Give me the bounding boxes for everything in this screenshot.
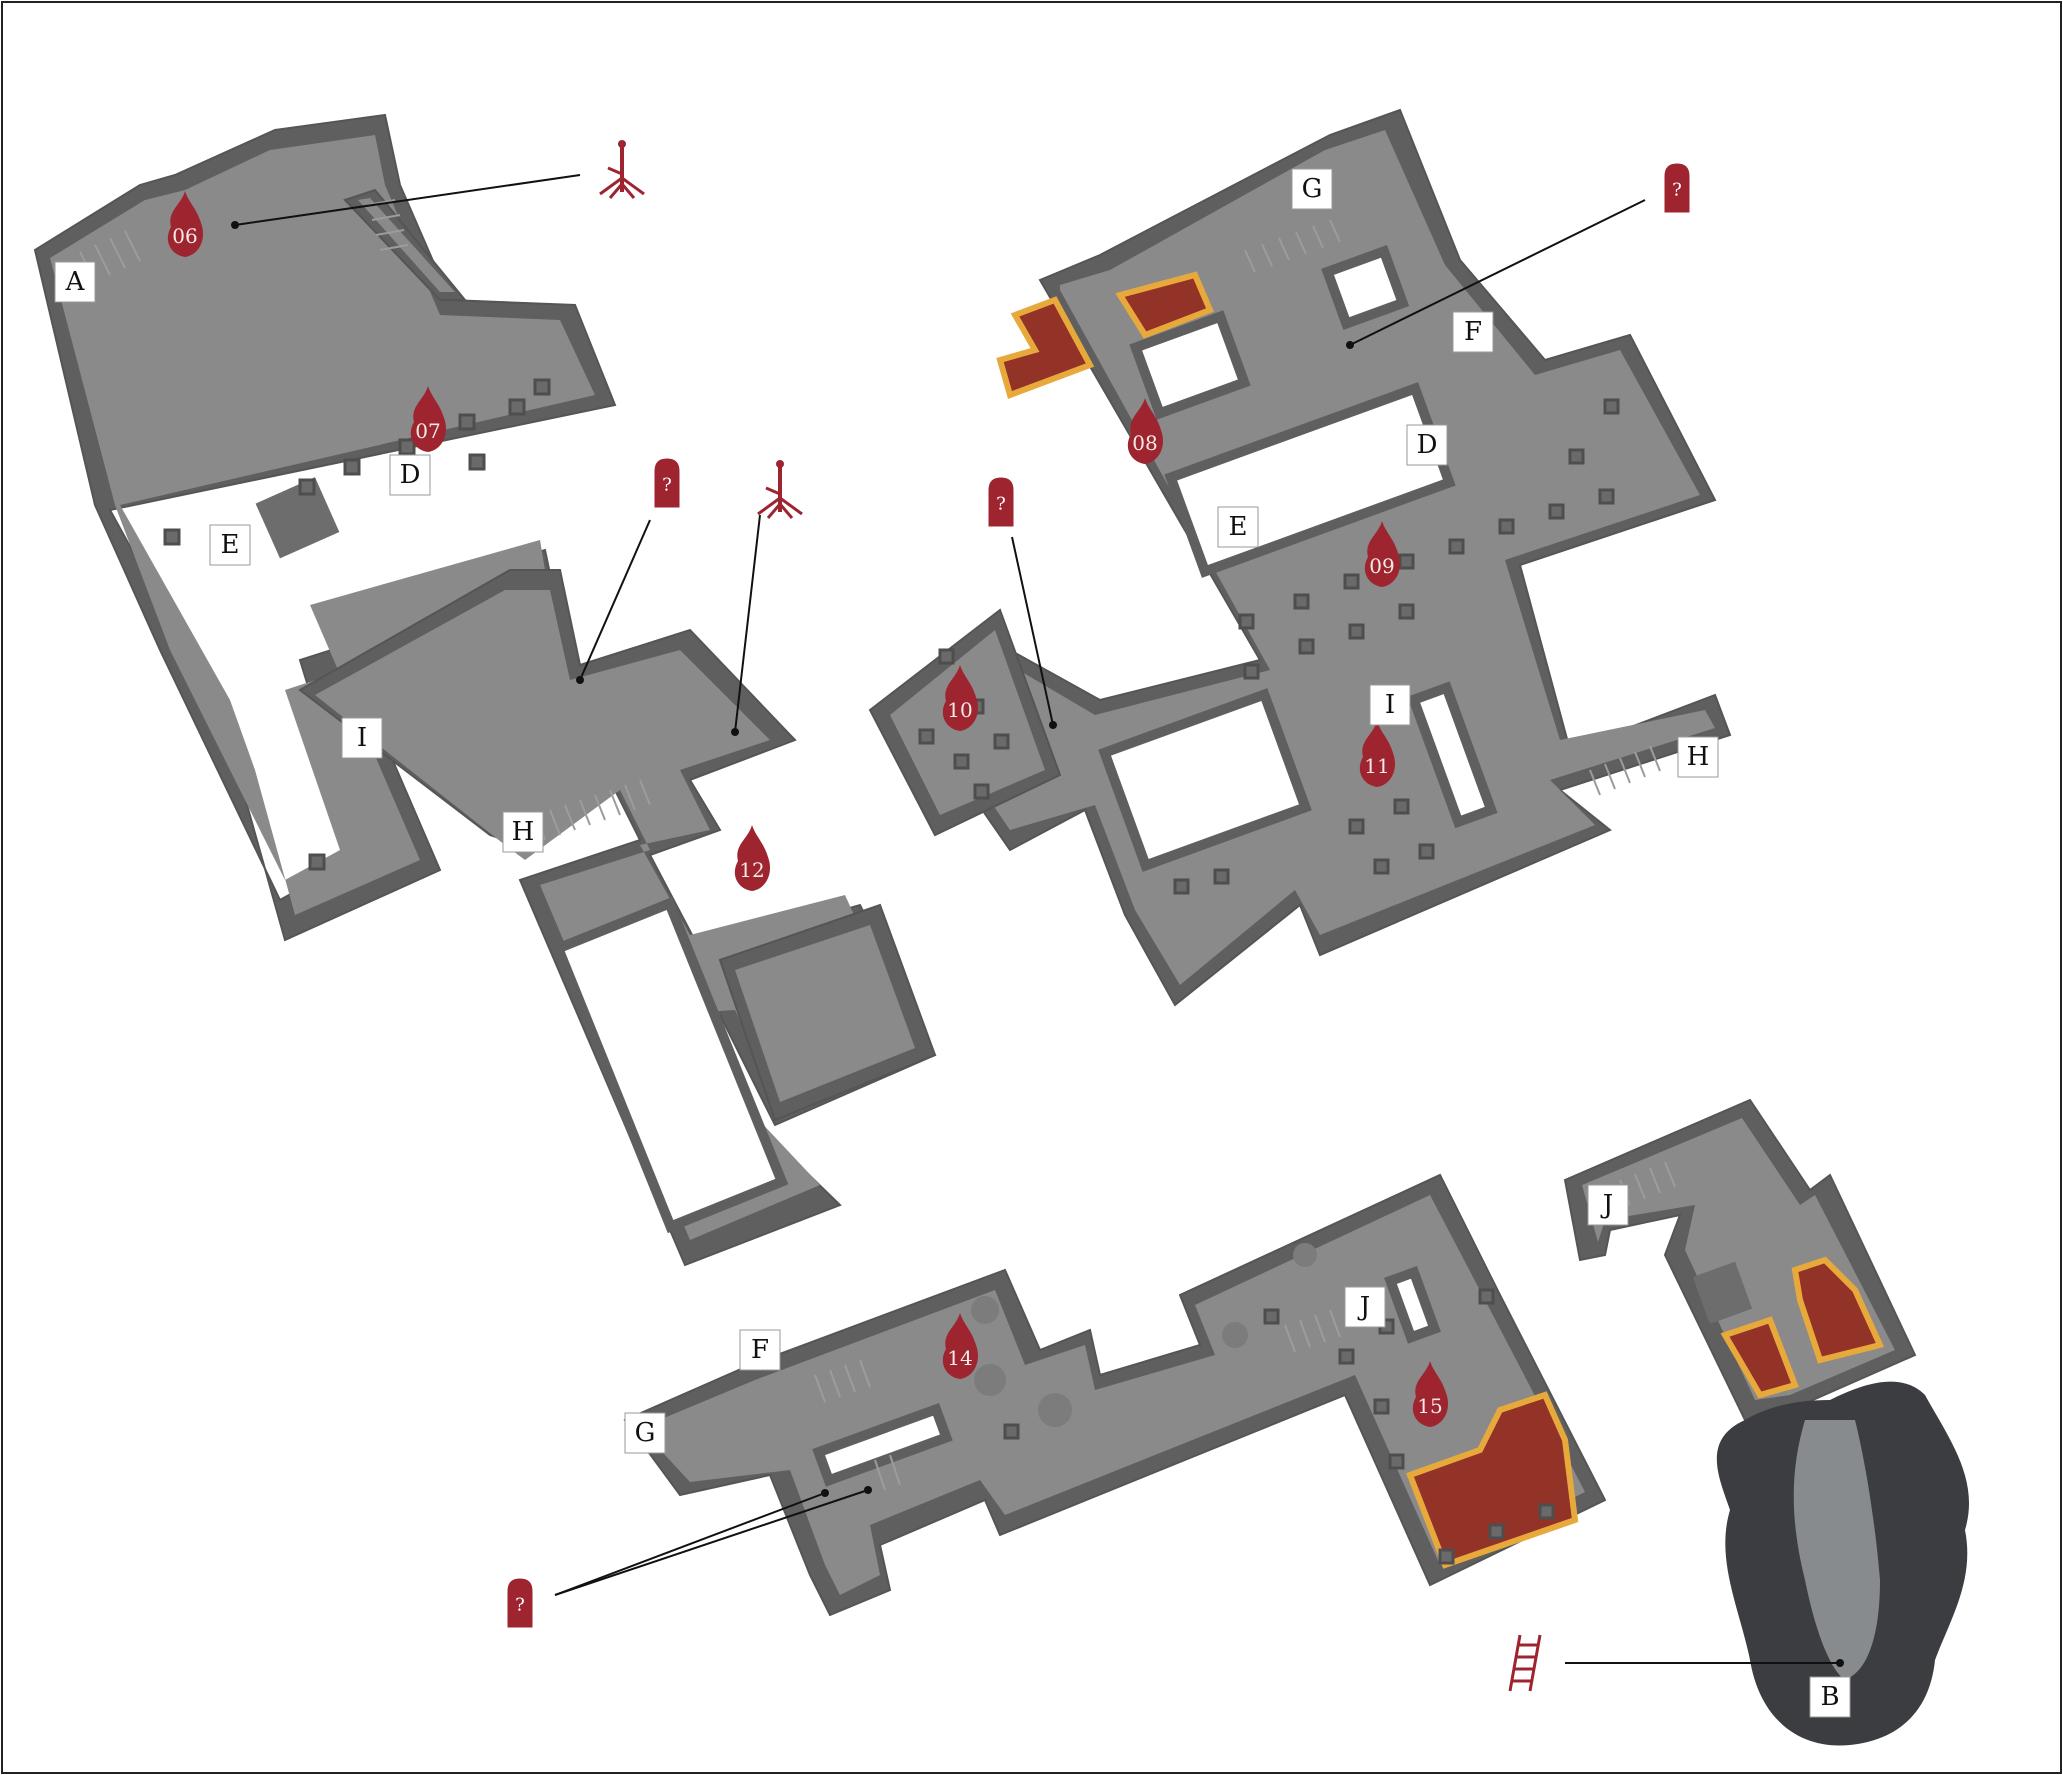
void-ne-2 [1321, 244, 1410, 330]
stairs-h1 [534, 779, 651, 841]
label-j-southeast[interactable]: J [1587, 1184, 1629, 1226]
ritual-tree-icon[interactable] [599, 140, 645, 199]
lava-pool-1 [996, 296, 1095, 399]
svg-text:D: D [400, 460, 421, 490]
callout-lines [231, 174, 1844, 1667]
svg-text:E: E [221, 530, 240, 560]
secret-door-icon[interactable]: ? [507, 1578, 533, 1628]
room-marker-11[interactable]: 11 [1359, 721, 1396, 787]
svg-text:14: 14 [947, 1346, 972, 1370]
secret-door-icon[interactable]: ? [654, 458, 680, 508]
svg-text:?: ? [662, 475, 672, 496]
svg-text:15: 15 [1417, 1394, 1442, 1418]
section-southeast-cave [1563, 1098, 1970, 1746]
svg-text:F: F [751, 1335, 769, 1365]
svg-text:09: 09 [1369, 554, 1394, 578]
lava-pool-5 [1791, 1256, 1885, 1364]
room-marker-08[interactable]: 08 [1127, 398, 1164, 464]
label-e-northeast[interactable]: E [1217, 506, 1259, 548]
room-marker-14[interactable]: 14 [942, 1313, 979, 1379]
svg-text:B: B [1820, 1682, 1839, 1712]
room-marker-09[interactable]: 09 [1364, 521, 1401, 587]
void-south-1 [812, 1402, 953, 1487]
stairs-ne [1244, 219, 1661, 796]
void-ne-4 [1098, 688, 1312, 872]
label-e-northwest[interactable]: E [209, 524, 251, 566]
svg-text:F: F [1464, 317, 1482, 347]
label-i-northwest[interactable]: I [341, 717, 383, 759]
svg-text:12: 12 [739, 858, 764, 882]
void-south-2 [1384, 1265, 1441, 1344]
lava-pool-4 [1720, 1316, 1799, 1399]
svg-text:11: 11 [1364, 754, 1389, 778]
pillars-ne [918, 398, 1620, 895]
svg-text:07: 07 [415, 419, 440, 443]
svg-text:?: ? [1672, 180, 1682, 201]
svg-text:E: E [1229, 512, 1248, 542]
room-marker-12[interactable]: 12 [734, 825, 771, 891]
svg-text:G: G [635, 1418, 656, 1448]
svg-text:A: A [65, 267, 86, 297]
dark-slab [1692, 1261, 1753, 1325]
section-south [623, 1173, 1607, 1617]
svg-text:10: 10 [947, 698, 972, 722]
label-a[interactable]: A [54, 261, 96, 303]
svg-text:J: J [1600, 1190, 1613, 1220]
svg-text:I: I [357, 723, 367, 753]
svg-text:?: ? [996, 494, 1006, 515]
svg-text:I: I [1385, 690, 1395, 720]
section-northwest [33, 113, 617, 942]
label-f-south[interactable]: F [739, 1329, 781, 1371]
label-b[interactable]: B [1809, 1676, 1851, 1718]
svg-text:D: D [1417, 430, 1438, 460]
ritual-tree-icon[interactable] [757, 460, 803, 519]
section-northeast [868, 108, 1732, 1007]
lava-pool-3 [1406, 1391, 1579, 1569]
inner-void [551, 896, 789, 1234]
secret-door-icon[interactable]: ? [988, 477, 1014, 527]
room-marker-10[interactable]: 10 [942, 665, 979, 731]
label-f-northeast[interactable]: F [1452, 311, 1494, 353]
room-marker-15[interactable]: 15 [1412, 1361, 1449, 1427]
section-central [298, 569, 937, 1267]
svg-text:G: G [1302, 174, 1323, 204]
pillars-nw [163, 378, 551, 871]
label-d-northwest[interactable]: D [389, 454, 431, 496]
dark-pit [255, 477, 340, 559]
secret-door-icon[interactable]: ? [1664, 163, 1690, 213]
svg-text:08: 08 [1132, 431, 1157, 455]
label-i-northeast[interactable]: I [1369, 684, 1411, 726]
boulders [971, 1243, 1317, 1427]
label-g-northeast[interactable]: G [1291, 168, 1333, 210]
room-marker-07[interactable]: 07 [410, 386, 447, 452]
label-d-northeast[interactable]: D [1406, 424, 1448, 466]
svg-text:06: 06 [172, 224, 197, 248]
svg-text:H: H [512, 817, 535, 847]
cave-path [1793, 1420, 1880, 1680]
pillars-south [1003, 1288, 1555, 1565]
svg-text:H: H [1687, 742, 1710, 772]
svg-text:?: ? [515, 1595, 525, 1616]
stairs-south [814, 1309, 1341, 1491]
label-j-south[interactable]: J [1344, 1286, 1386, 1328]
label-h-northeast[interactable]: H [1677, 736, 1719, 778]
label-h-central[interactable]: H [502, 811, 544, 853]
label-g-south[interactable]: G [624, 1412, 666, 1454]
lava-pool-2 [1115, 271, 1214, 339]
void-ne-1 [1129, 310, 1251, 420]
svg-text:J: J [1357, 1292, 1370, 1322]
void-ne-5 [1407, 681, 1498, 829]
room-marker-06[interactable]: 06 [167, 191, 204, 257]
ladder-icon[interactable] [1508, 1634, 1542, 1692]
